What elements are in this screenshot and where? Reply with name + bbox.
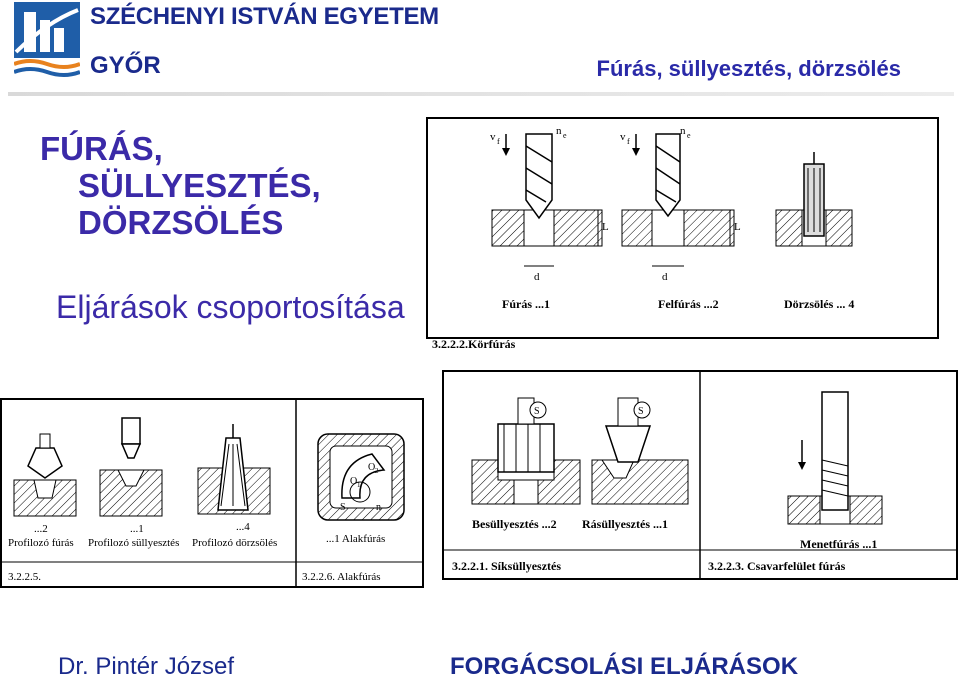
vf-sub-label: f — [497, 137, 500, 146]
caption-dorzsoles: Dörzsölés ... 4 — [784, 297, 854, 311]
slide-subtitle: Eljárások csoportosítása — [56, 289, 405, 325]
caption-besullyesztes: Besüllyesztés ...2 — [472, 517, 557, 531]
section-siksullyesztes: 3.2.2.1. Síksüllyesztés — [452, 559, 561, 573]
caption-felfuras: Felfúrás ...2 — [658, 297, 719, 311]
figure-countersinking-tapping: S S Besüllyesztés ...2 Rásüllyesztés ...… — [442, 370, 958, 582]
caption-profilozo-sullyesztes: Profilozó süllyesztés — [88, 537, 179, 549]
section-csavarfelulet: 3.2.2.3. Csavarfelület fúrás — [708, 559, 846, 573]
svg-text:d: d — [662, 271, 668, 283]
s-mark-1: S — [534, 406, 540, 417]
label-s: S — [340, 502, 346, 513]
svg-text:...1: ...1 — [130, 523, 144, 535]
title-line-3: DÖRZSÖLÉS — [78, 204, 284, 241]
caption-rasullyesztes: Rásüllyesztés ...1 — [582, 517, 668, 531]
svg-text:Profilozó süllyesztés: Profilozó süllyesztés — [88, 537, 179, 549]
svg-text:O: O — [350, 476, 357, 487]
svg-text:L: L — [602, 221, 609, 233]
label-o2-sub: 2 — [375, 467, 379, 475]
svg-text:1: 1 — [357, 481, 361, 489]
label-o1: O — [350, 476, 357, 487]
figure-drilling-processes: v f n e v f n e L L d d Fúrás ...1 Felfú… — [426, 116, 940, 350]
ne-sub-label: e — [563, 131, 567, 140]
label-o2: O — [368, 462, 375, 473]
length-label-2: L — [734, 221, 741, 233]
svg-text:d: d — [534, 271, 540, 283]
caption-profilozo-dorzsoles: Profilozó dörzsölés — [192, 537, 277, 549]
diameter-label: d — [534, 271, 540, 283]
label-o1-sub: 1 — [357, 481, 361, 489]
svg-text:n: n — [680, 125, 686, 137]
caption-menetfuras: Menetfúrás ...1 — [800, 537, 877, 551]
svg-text:3.2.2.6. Alakfúrás: 3.2.2.6. Alakfúrás — [302, 571, 381, 583]
svg-text:...1 Alakfúrás: ...1 Alakfúrás — [326, 533, 385, 545]
svg-text:L: L — [734, 221, 741, 233]
slide-topic: Fúrás, süllyesztés, dörzsölés — [596, 56, 901, 81]
svg-text:S: S — [340, 502, 346, 513]
svg-text:2: 2 — [375, 467, 379, 475]
caption-alakfuras: ...1 Alakfúrás — [326, 533, 385, 545]
diameter-label-2: d — [662, 271, 668, 283]
footer-author: Dr. Pintér József — [58, 653, 235, 677]
ne-label-2: n — [680, 125, 686, 137]
svg-text:v: v — [490, 131, 496, 143]
svg-text:e: e — [563, 131, 567, 140]
svg-text:Felfúrás ...2: Felfúrás ...2 — [658, 297, 719, 311]
svg-text:n: n — [556, 125, 562, 137]
length-label: L — [602, 221, 609, 233]
svg-text:Menetfúrás ...1: Menetfúrás ...1 — [800, 537, 877, 551]
number-profilozo-furas: ...2 — [34, 523, 48, 535]
section-325: 3.2.2.5. — [8, 571, 41, 583]
university-logo-icon — [14, 2, 80, 77]
number-profilozo-dorzsoles: ...4 — [236, 521, 250, 533]
vf-label: v — [490, 131, 496, 143]
university-city: GYŐR — [90, 52, 161, 79]
svg-text:f: f — [497, 137, 500, 146]
title-line-2: SÜLLYESZTÉS, — [78, 167, 321, 204]
header-divider — [8, 92, 954, 96]
university-name: SZÉCHENYI ISTVÁN EGYETEM — [90, 3, 439, 30]
svg-text:O: O — [368, 462, 375, 473]
svg-text:3.2.2.2.Körfúrás: 3.2.2.2.Körfúrás — [432, 337, 516, 350]
svg-text:Besüllyesztés ...2: Besüllyesztés ...2 — [472, 517, 557, 531]
caption-furas: Fúrás ...1 — [502, 297, 550, 311]
figure-profile-processes: ...2 ...1 ...4 Profilozó fúrás Profilozó… — [0, 398, 424, 588]
svg-text:...4: ...4 — [236, 521, 250, 533]
svg-text:3.2.2.5.: 3.2.2.5. — [8, 571, 41, 583]
ne-sub-label-2: e — [687, 131, 691, 140]
label-n: n — [376, 502, 381, 513]
section-326: 3.2.2.6. Alakfúrás — [302, 571, 381, 583]
svg-text:Fúrás ...1: Fúrás ...1 — [502, 297, 550, 311]
slide-title: FÚRÁS, SÜLLYESZTÉS, DÖRZSÖLÉS — [40, 130, 321, 241]
vf-sub-label-2: f — [627, 137, 630, 146]
svg-text:3.2.2.3. Csavarfelület fúrás: 3.2.2.3. Csavarfelület fúrás — [708, 559, 846, 573]
section-korfuras: 3.2.2.2.Körfúrás — [432, 337, 516, 350]
caption-profilozo-furas: Profilozó fúrás — [8, 537, 74, 549]
number-profilozo-sullyesztes: ...1 — [130, 523, 144, 535]
vf-label-2: v — [620, 131, 626, 143]
svg-text:...2: ...2 — [34, 523, 48, 535]
svg-text:3.2.2.1. Síksüllyesztés: 3.2.2.1. Síksüllyesztés — [452, 559, 561, 573]
svg-text:S: S — [534, 406, 540, 417]
svg-text:Rásüllyesztés ...1: Rásüllyesztés ...1 — [582, 517, 668, 531]
svg-text:e: e — [687, 131, 691, 140]
footer-course: FORGÁCSOLÁSI ELJÁRÁSOK — [450, 653, 799, 677]
title-line-1: FÚRÁS, — [40, 130, 163, 167]
svg-text:v: v — [620, 131, 626, 143]
svg-text:S: S — [638, 406, 644, 417]
svg-text:f: f — [627, 137, 630, 146]
header: SZÉCHENYI ISTVÁN EGYETEM GYŐR Fúrás, sül… — [0, 0, 959, 98]
s-mark-2: S — [638, 406, 644, 417]
svg-text:Profilozó dörzsölés: Profilozó dörzsölés — [192, 537, 277, 549]
svg-text:Profilozó fúrás: Profilozó fúrás — [8, 537, 74, 549]
svg-text:Dörzsölés ... 4: Dörzsölés ... 4 — [784, 297, 854, 311]
ne-label: n — [556, 125, 562, 137]
svg-text:n: n — [376, 502, 381, 513]
